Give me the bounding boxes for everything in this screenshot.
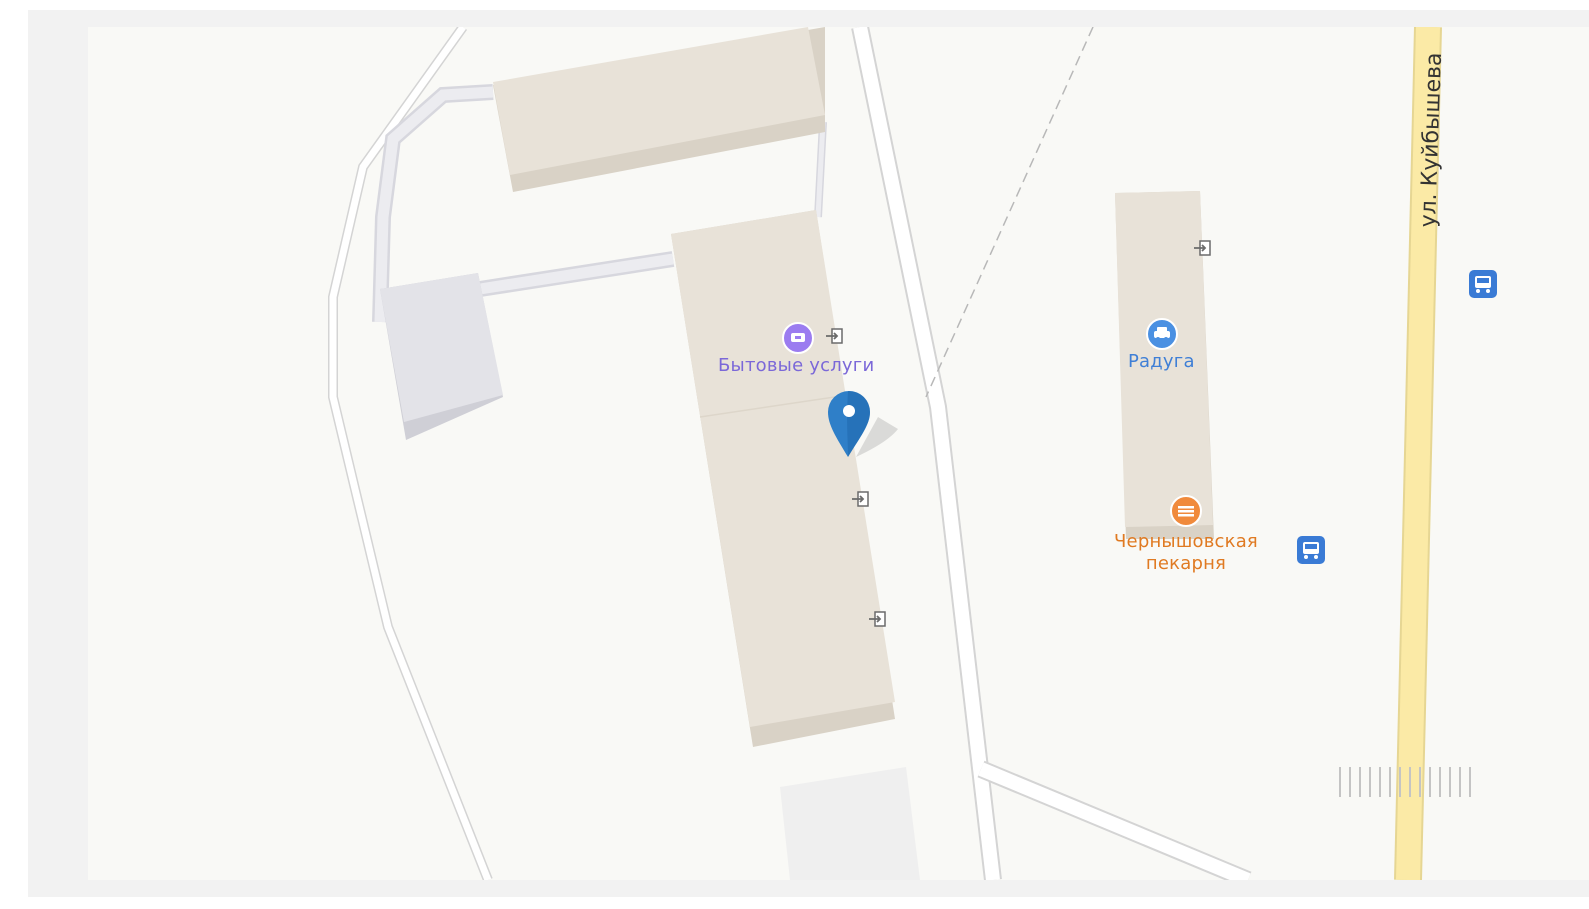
building-top (493, 27, 825, 175)
location-pin-icon (828, 390, 898, 457)
map-base-layer (328, 27, 1471, 880)
building-bottom (780, 767, 920, 880)
building-gray (380, 273, 503, 422)
location-marker-layer[interactable] (88, 27, 1589, 880)
poi-label-bakery[interactable]: Чернышовская пекарня (1114, 531, 1258, 574)
map-canvas[interactable]: Бытовые услуги Радуга Чернышовская пекар… (88, 27, 1589, 880)
bus-stop-icon (1297, 536, 1325, 564)
poi-icons-layer (782, 270, 1497, 564)
entrances-layer (826, 240, 1211, 627)
poi-label-raduga[interactable]: Радуга (1128, 351, 1195, 372)
footpath-dashed (925, 27, 1094, 398)
bakery-icon (1170, 495, 1202, 527)
entrance-icon (869, 611, 886, 627)
entrance-icon (852, 491, 869, 507)
bus-stop-icon (1469, 270, 1497, 298)
entrance-icon (1194, 240, 1211, 256)
building-right (1115, 191, 1213, 527)
entrance-icon (826, 328, 843, 344)
sewing-machine-icon (782, 322, 814, 354)
car-icon (1146, 318, 1178, 350)
building-long (671, 210, 895, 727)
crosswalk (1339, 767, 1471, 797)
poi-label-household-services[interactable]: Бытовые услуги (718, 355, 875, 376)
